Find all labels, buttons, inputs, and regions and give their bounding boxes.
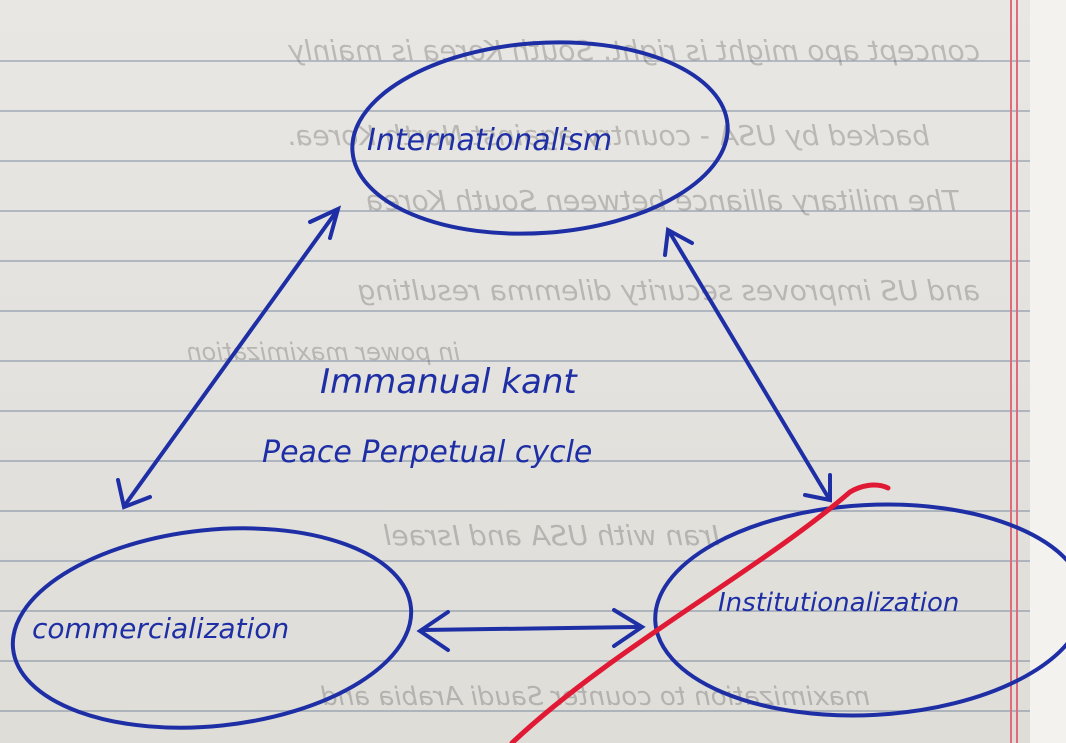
node-ellipse-left (10, 526, 414, 730)
arrow-left-top (116, 205, 342, 510)
node-ellipse-top (350, 40, 730, 236)
bleed-line: Iran with USA and Israel (383, 519, 720, 552)
margin-line (1010, 0, 1012, 743)
page-edge (1030, 0, 1066, 743)
arrow-top-right (663, 226, 832, 503)
node-ellipse-right (653, 502, 1066, 718)
bleed-through-text: concept apo might is right. South Korea … (186, 34, 980, 712)
bleed-line: backed by USA - country against North Ko… (286, 119, 930, 152)
bleed-line: maximization to counter Saudi Arabia and (321, 682, 870, 712)
bleed-line: in power maximization (186, 338, 460, 366)
node-label-commercialization: commercialization (32, 612, 289, 645)
margin-line (1016, 0, 1018, 743)
center-title: Immanual kant (320, 362, 578, 402)
bleed-line: and US improves security dilemma resulti… (358, 274, 981, 307)
bleed-line: The military alliance between South Kore… (366, 184, 960, 217)
node-label-internationalism: Internationalism (367, 123, 612, 158)
arrow-left-right (416, 608, 646, 652)
node-label-institutionalization: Institutionalization (718, 588, 959, 618)
center-subtitle: Peace Perpetual cycle (262, 435, 592, 470)
red-strike-mark (509, 482, 891, 743)
